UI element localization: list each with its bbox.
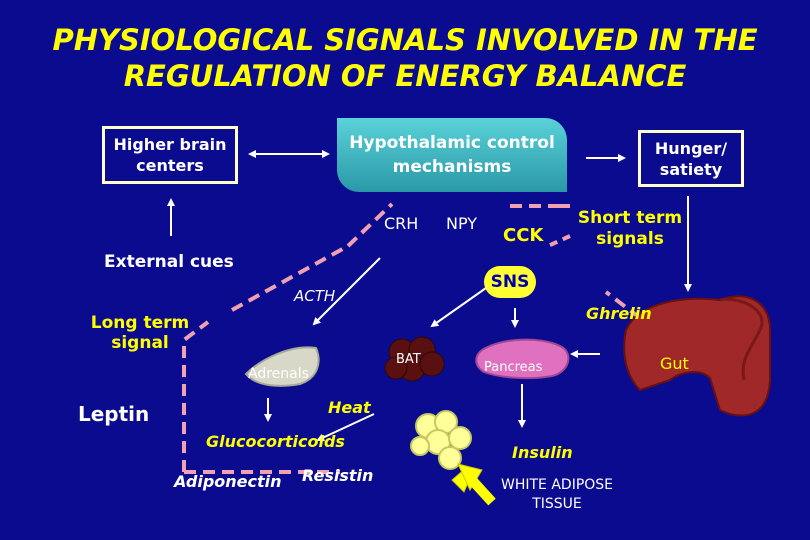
arrow-sns-to-bat — [430, 287, 487, 328]
dashed-long-term-to-crh — [231, 244, 349, 312]
title-line-2: REGULATION OF ENERGY BALANCE — [123, 59, 687, 93]
arrow-bat-to-heat — [316, 413, 375, 442]
label-adiponectin: Adiponectin — [174, 472, 282, 491]
label-leptin: Leptin — [78, 402, 150, 426]
dashed-ghrelin — [604, 290, 642, 320]
label-resistin: Resistin — [302, 466, 374, 485]
higher-brain-box: Higher brain centers — [102, 126, 238, 184]
title-line-1: PHYSIOLOGICAL SIGNALS INVOLVED IN THE — [52, 23, 758, 57]
hunger-satiety-box: Hunger/ satiety — [638, 130, 744, 187]
label-npy: NPY — [446, 214, 478, 233]
arrow-crh-to-adrenals — [312, 257, 381, 326]
label-acth: ACTH — [294, 287, 336, 305]
dashed-leptin-up — [182, 320, 210, 472]
adipose-pointer-arrow — [451, 463, 496, 506]
label-crh: CRH — [384, 214, 419, 233]
sns-pill: SNS — [484, 266, 536, 298]
label-insulin: Insulin — [512, 443, 573, 462]
label-white-adipose: WHITE ADIPOSE TISSUE — [500, 477, 614, 512]
dashed-short-term — [547, 234, 571, 248]
label-ghrelin: Ghrelin — [586, 304, 652, 323]
label-glucocorticoids: Glucocorticoids — [206, 432, 345, 451]
dashed-to-hypo — [346, 202, 394, 248]
adrenals-shape — [244, 346, 320, 387]
pancreas-shape — [475, 338, 570, 380]
label-adrenals: Adrenals — [248, 366, 309, 382]
label-bat: BAT — [396, 352, 421, 367]
hypothalamic-box: Hypothalamic control mechanisms — [337, 118, 567, 192]
label-long-term: Long term signal — [90, 313, 190, 353]
white-adipose-cells — [410, 410, 472, 470]
label-pancreas: Pancreas — [484, 360, 543, 375]
label-gut: Gut — [660, 354, 689, 373]
gut-shape — [623, 295, 771, 417]
label-heat: Heat — [328, 398, 371, 417]
label-external-cues: External cues — [104, 252, 234, 272]
label-cck: CCK — [503, 225, 544, 246]
label-short-term: Short term signals — [577, 208, 683, 249]
bat-cluster — [384, 336, 445, 382]
